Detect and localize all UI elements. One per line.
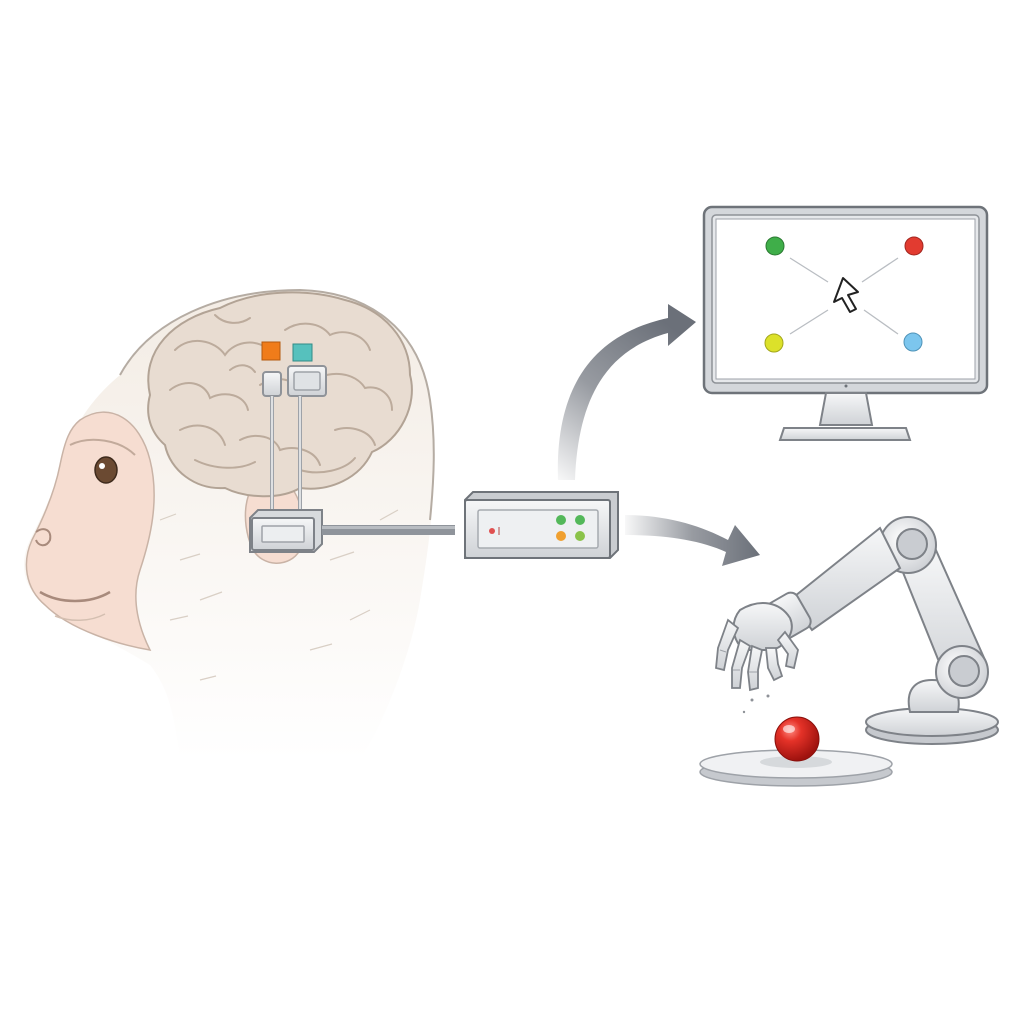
led-orange xyxy=(556,531,566,541)
platform-icon xyxy=(699,749,893,787)
led-red xyxy=(489,528,495,534)
monkey-eye xyxy=(94,456,118,484)
signal-processor-box-icon xyxy=(464,491,619,559)
target-top-left xyxy=(765,236,785,256)
target-bottom-left xyxy=(764,333,784,353)
robotic-arm-icon xyxy=(715,516,999,745)
target-bottom-right xyxy=(903,332,923,352)
electrode-orange xyxy=(261,341,281,361)
led-green-1 xyxy=(556,515,566,525)
cursor-arrow-icon xyxy=(833,277,859,313)
red-ball-icon xyxy=(774,716,820,762)
led-lime xyxy=(575,531,585,541)
electrode-array-icon xyxy=(249,341,455,553)
target-top-right xyxy=(904,236,924,256)
monkey-face xyxy=(25,411,155,651)
electrode-teal xyxy=(292,343,313,362)
computer-monitor-icon xyxy=(702,205,989,441)
arrow-to-robot-icon xyxy=(625,515,760,566)
arrow-to-monitor-icon xyxy=(557,304,696,480)
led-green-2 xyxy=(575,515,585,525)
